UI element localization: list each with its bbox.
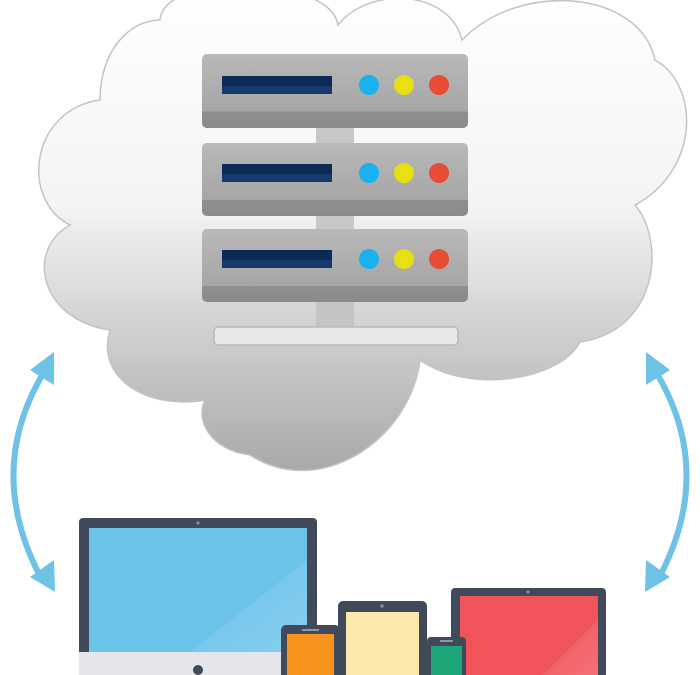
double-arrow-icon [10,352,55,592]
server-unit-icon [202,54,468,128]
small-phone-screen [431,646,462,675]
led-red-icon [429,75,449,95]
laptop-icon [451,588,606,675]
server-unit-icon [202,229,468,302]
rack-base [213,326,459,346]
server-rack-icon [202,54,468,346]
rack-connector [316,126,354,144]
led-red-icon [429,249,449,269]
tablet-icon [338,601,427,675]
phone-screen [287,634,334,675]
led-blue-icon [359,75,379,95]
tablet-screen [346,612,419,675]
phone-icon [281,625,340,675]
led-red-icon [429,163,449,183]
double-arrow-icon [645,352,690,592]
led-yellow-icon [394,249,414,269]
small-phone-icon [427,637,466,675]
led-yellow-icon [394,75,414,95]
server-unit-icon [202,143,468,216]
led-blue-icon [359,249,379,269]
rack-connector [316,214,354,230]
rack-stand [316,300,354,330]
led-yellow-icon [394,163,414,183]
desktop-monitor-icon [79,518,317,675]
devices-group [79,518,606,675]
led-blue-icon [359,163,379,183]
